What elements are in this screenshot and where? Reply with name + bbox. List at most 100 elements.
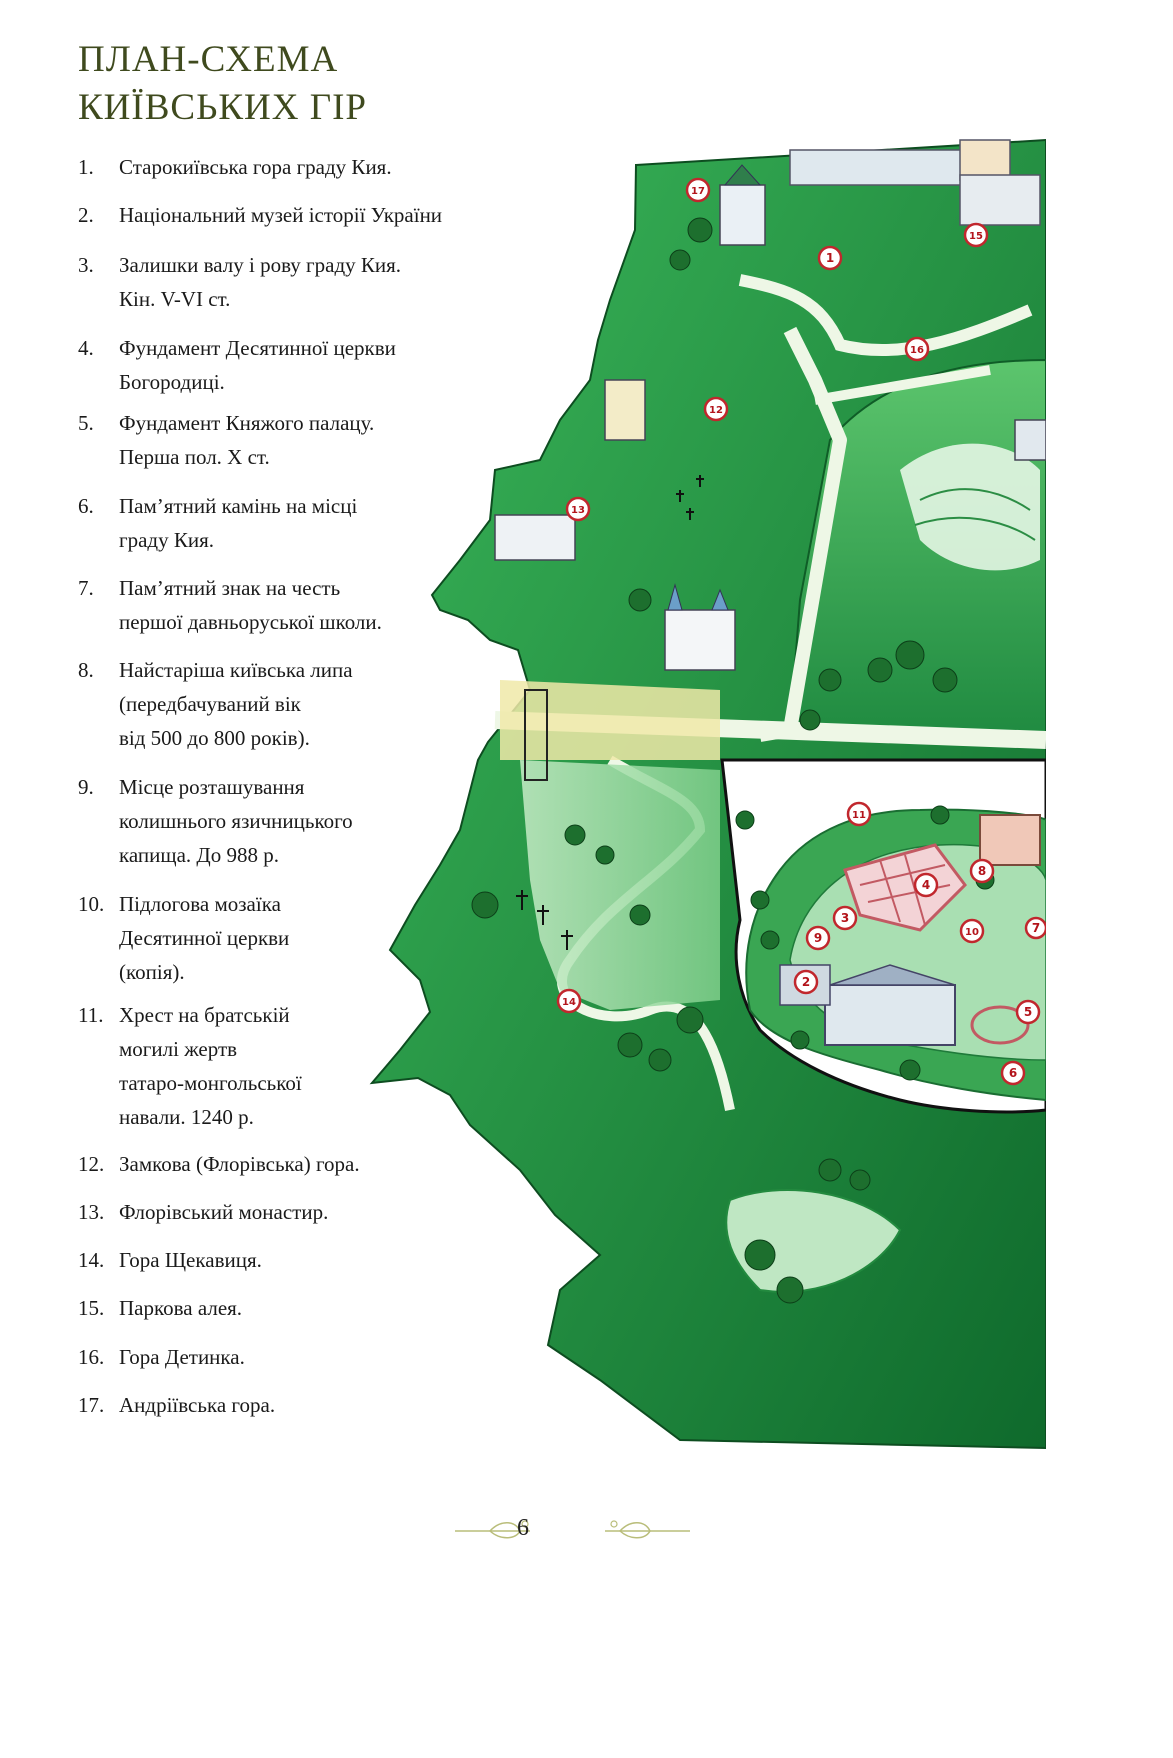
legend-text: Фундамент Десятинної церкви Богородиці. <box>119 331 539 399</box>
park-lower <box>520 760 720 1010</box>
legend-line: Перша пол. X ст. <box>119 445 270 469</box>
legend-line: навали. 1240 р. <box>119 1105 254 1129</box>
legend-text: Старокиївська гора граду Кия. <box>119 150 539 184</box>
legend-line: від 500 до 800 років). <box>119 726 310 750</box>
marker-1: 1 <box>817 245 843 271</box>
marker-6: 6 <box>1000 1060 1026 1086</box>
svg-text:9: 9 <box>814 931 822 945</box>
legend-line: Старокиївська гора граду Кия. <box>119 155 392 179</box>
svg-text:7: 7 <box>1032 921 1040 935</box>
legend-text: Гора Детинка. <box>119 1340 539 1374</box>
legend-line: Андріївська гора. <box>119 1393 276 1417</box>
svg-text:3: 3 <box>841 911 849 925</box>
legend-line: Пам’ятний знак на честь <box>119 576 341 600</box>
legend-line: колишнього язичницького <box>119 809 353 833</box>
marker-8: 8 <box>969 858 995 884</box>
road-diagonal <box>814 365 991 405</box>
legend-line: Гора Детинка. <box>119 1345 245 1369</box>
road-plaza <box>500 680 720 760</box>
tower-structure <box>524 689 548 781</box>
legend-line: Найстаріша київська липа <box>119 658 353 682</box>
legend-text: Підлогова мозаїка Десятинної церкви (коп… <box>119 887 539 989</box>
st-andrew-church <box>719 184 766 246</box>
map-markers: 1 2 3 4 5 6 7 8 9 10 11 12 13 14 15 16 1… <box>556 177 1046 1086</box>
monastery <box>494 514 576 561</box>
svg-text:13: 13 <box>571 505 585 516</box>
marker-15: 15 <box>963 222 989 248</box>
legend-number: 4. <box>78 336 94 360</box>
building-right <box>959 174 1041 226</box>
trees <box>471 217 995 1304</box>
svg-text:15: 15 <box>969 231 983 242</box>
page-number: 6 <box>517 1515 529 1541</box>
legend-line: Фундамент Княжого палацу. <box>119 411 375 435</box>
park-map: 1 2 3 4 5 6 7 8 9 10 11 12 13 14 15 16 1… <box>369 138 1046 1450</box>
palace-foundation <box>970 1005 1030 1045</box>
svg-text:1: 1 <box>826 251 834 265</box>
legend-line: Місце розташування <box>119 775 305 799</box>
legend-line: капища. До 988 р. <box>119 843 279 867</box>
legend-line: Паркова алея. <box>119 1296 243 1320</box>
legend-text: Місце розташування колишнього язичницько… <box>119 770 539 872</box>
legend-number: 14. <box>78 1248 105 1272</box>
marker-7: 7 <box>1024 916 1046 940</box>
legend-text: Андріївська гора. <box>119 1388 539 1422</box>
svg-text:2: 2 <box>802 975 810 989</box>
museum-building <box>824 984 956 1046</box>
marker-10: 10 <box>959 918 985 944</box>
legend-line: Кін. V-VI ст. <box>119 287 231 311</box>
legend-line: (копія). <box>119 960 185 984</box>
legend-text: Паркова алея. <box>119 1291 539 1325</box>
legend-text: Залишки валу і рову граду Кия. Кін. V-VI… <box>119 248 539 316</box>
marker-12: 12 <box>703 396 729 422</box>
building-row-top <box>789 149 971 186</box>
page-title: ПЛАН-СХЕМА КИЇВСЬКИХ ГІР <box>78 36 367 132</box>
legend-line: могилі жертв <box>119 1037 238 1061</box>
legend-number: 8. <box>78 658 94 682</box>
legend-number: 13. <box>78 1200 105 1224</box>
legend-text: Національний музей історії України <box>119 198 539 232</box>
svg-text:5: 5 <box>1024 1005 1032 1019</box>
legend-text: Замкова (Флорівська) гора. <box>119 1147 539 1181</box>
road-top <box>738 274 1033 357</box>
legend-text: Гора Щекавиця. <box>119 1243 539 1277</box>
svg-text:12: 12 <box>709 405 723 416</box>
legend-line: Підлогова мозаїка <box>119 892 281 916</box>
svg-text:14: 14 <box>562 997 576 1008</box>
legend-line: граду Кия. <box>119 528 215 552</box>
svg-text:10: 10 <box>965 927 979 938</box>
cemetery-crosses <box>516 475 704 950</box>
legend-text: Пам’ятний знак на честь першої давньорус… <box>119 571 539 639</box>
marker-9: 9 <box>805 925 831 951</box>
legend-number: 1. <box>78 155 94 179</box>
legend-text: Хрест на братській могилі жертв татаро-м… <box>119 998 539 1134</box>
legend-number: 2. <box>78 203 94 227</box>
legend-number: 12. <box>78 1152 105 1176</box>
legend-number: 17. <box>78 1393 105 1417</box>
legend-line: Залишки валу і рову граду Кия. <box>119 253 402 277</box>
legend-line: Флорівський монастир. <box>119 1200 329 1224</box>
marker-5: 5 <box>1015 999 1041 1025</box>
marker-3: 3 <box>832 905 858 931</box>
hill-highlight <box>900 443 1040 571</box>
svg-text:16: 16 <box>910 345 924 356</box>
legend-number: 9. <box>78 775 94 799</box>
legend-line: Пам’ятний камінь на місці <box>119 494 358 518</box>
legend-line: першої давньоруської школи. <box>119 610 382 634</box>
legend-line: Фундамент Десятинної церкви <box>119 336 396 360</box>
page-ornament <box>455 1520 690 1539</box>
title-line-2: КИЇВСЬКИХ ГІР <box>78 87 367 128</box>
building-top-right <box>979 814 1041 866</box>
legend-number: 16. <box>78 1345 105 1369</box>
legend-number: 11. <box>78 1003 104 1027</box>
legend-number: 3. <box>78 253 94 277</box>
legend-line: Богородиці. <box>119 370 225 394</box>
legend-number: 7. <box>78 576 94 600</box>
marker-17: 17 <box>685 177 711 203</box>
legend-line: Замкова (Флорівська) гора. <box>119 1152 360 1176</box>
legend-number: 10. <box>78 892 105 916</box>
svg-text:6: 6 <box>1009 1066 1017 1080</box>
svg-text:11: 11 <box>852 810 866 821</box>
marker-13: 13 <box>565 496 591 522</box>
legend-line: татаро-монгольської <box>119 1071 302 1095</box>
